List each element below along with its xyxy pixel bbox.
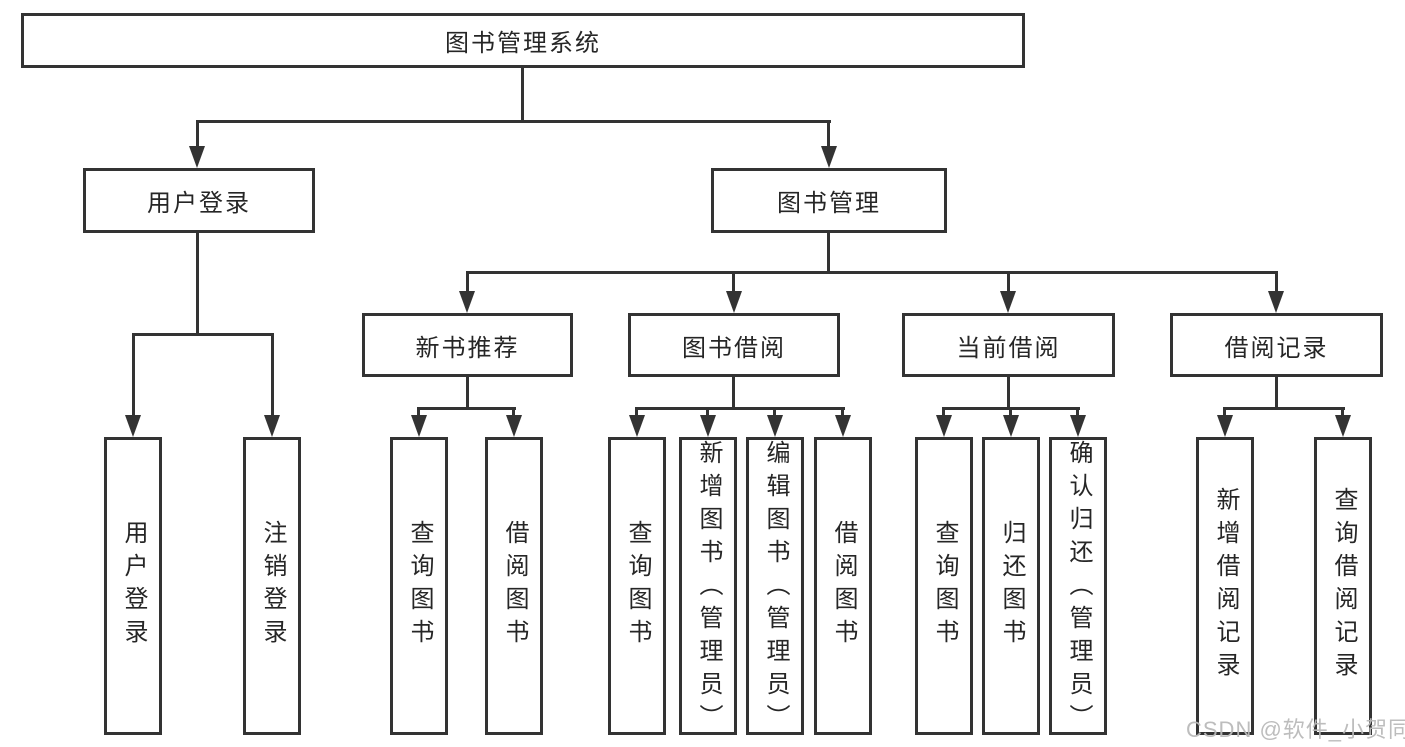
leaf-label: 借阅图书 (830, 520, 857, 652)
arrow-down-icon (1000, 291, 1016, 313)
connector-line (1275, 377, 1278, 407)
leaf-label: 查询图书 (931, 520, 958, 652)
leaf-query-books-current: 查询图书 (915, 437, 973, 735)
connector-line (1007, 271, 1010, 293)
arrow-down-icon (835, 415, 851, 437)
connector-line (196, 120, 199, 148)
connector-line (635, 407, 638, 417)
connector-line (196, 233, 199, 333)
node-book-borrowing: 图书借阅 (628, 313, 840, 377)
leaf-label: 用户登录 (120, 520, 147, 652)
node-label: 用户登录 (147, 190, 251, 217)
connector-line (1223, 407, 1226, 417)
arrow-down-icon (767, 415, 783, 437)
leaf-query-borrow-record: 查询借阅记录 (1314, 437, 1372, 735)
arrow-down-icon (726, 291, 742, 313)
arrow-down-icon (125, 415, 141, 437)
leaf-label: 确认归还（管理员） (1065, 440, 1092, 737)
connector-line (1076, 407, 1079, 417)
connector-line (417, 407, 516, 410)
leaf-add-books-admin: 新增图书（管理员） (679, 437, 737, 737)
arrow-down-icon (459, 291, 475, 313)
arrow-down-icon (821, 146, 837, 168)
connector-line (132, 333, 135, 415)
connector-line (706, 407, 709, 417)
leaf-logout: 注销登录 (243, 437, 301, 735)
connector-line (827, 120, 830, 148)
connector-line (773, 407, 776, 417)
node-label: 新书推荐 (415, 334, 520, 362)
arrow-down-icon (1217, 415, 1233, 437)
connector-line (417, 407, 420, 417)
leaf-label: 查询图书 (406, 520, 433, 652)
node-user-login: 用户登录 (83, 168, 315, 233)
arrow-down-icon (1003, 415, 1019, 437)
node-label: 图书借阅 (682, 334, 786, 362)
leaf-borrow-books-recommend: 借阅图书 (485, 437, 543, 735)
leaf-query-books-borrowing: 查询图书 (608, 437, 666, 735)
node-new-book-recommend: 新书推荐 (362, 313, 573, 377)
leaf-label: 查询借阅记录 (1330, 487, 1357, 685)
arrow-down-icon (1335, 415, 1351, 437)
leaf-label: 编辑图书（管理员） (762, 440, 789, 737)
arrow-down-icon (506, 415, 522, 437)
connector-line (512, 407, 515, 417)
connector-line (521, 68, 524, 120)
connector-line (466, 271, 469, 293)
node-label: 图书管理 (777, 190, 881, 217)
leaf-user-login: 用户登录 (104, 437, 162, 735)
leaf-label: 新增借阅记录 (1212, 487, 1239, 685)
connector-line (466, 271, 1278, 274)
node-label: 图书管理系统 (445, 30, 601, 57)
arrow-down-icon (700, 415, 716, 437)
node-label: 当前借阅 (956, 334, 1061, 362)
node-root-system: 图书管理系统 (21, 13, 1025, 68)
arrow-down-icon (411, 415, 427, 437)
leaf-label: 新增图书（管理员） (695, 440, 722, 737)
connector-line (196, 120, 831, 123)
arrow-down-icon (936, 415, 952, 437)
leaf-label: 注销登录 (259, 520, 286, 652)
watermark: CSDN @软件_小贺同学 (1186, 717, 1405, 742)
leaf-confirm-return-admin: 确认归还（管理员） (1049, 437, 1107, 737)
connector-line (827, 233, 830, 271)
arrow-down-icon (189, 146, 205, 168)
leaf-query-books-recommend: 查询图书 (390, 437, 448, 735)
arrow-down-icon (264, 415, 280, 437)
node-current-borrowing: 当前借阅 (902, 313, 1115, 377)
node-borrowing-records: 借阅记录 (1170, 313, 1383, 377)
arrow-down-icon (629, 415, 645, 437)
connector-line (1275, 271, 1278, 293)
arrow-down-icon (1268, 291, 1284, 313)
connector-line (1223, 407, 1345, 410)
leaf-borrow-books: 借阅图书 (814, 437, 872, 735)
leaf-edit-books-admin: 编辑图书（管理员） (746, 437, 804, 737)
leaf-label: 归还图书 (998, 520, 1025, 652)
leaf-label: 借阅图书 (501, 520, 528, 652)
connector-line (271, 333, 274, 415)
connector-line (466, 377, 469, 407)
connector-line (635, 407, 845, 410)
leaf-return-books: 归还图书 (982, 437, 1040, 735)
connector-line (1009, 407, 1012, 417)
node-book-management: 图书管理 (711, 168, 947, 233)
node-label: 借阅记录 (1224, 334, 1329, 362)
connector-line (732, 377, 735, 407)
leaf-label: 查询图书 (624, 520, 651, 652)
connector-line (841, 407, 844, 417)
leaf-add-borrow-record: 新增借阅记录 (1196, 437, 1254, 735)
connector-line (1007, 377, 1010, 407)
connector-line (732, 271, 735, 293)
arrow-down-icon (1070, 415, 1086, 437)
connector-line (942, 407, 945, 417)
connector-line (1341, 407, 1344, 417)
connector-line (132, 333, 274, 336)
